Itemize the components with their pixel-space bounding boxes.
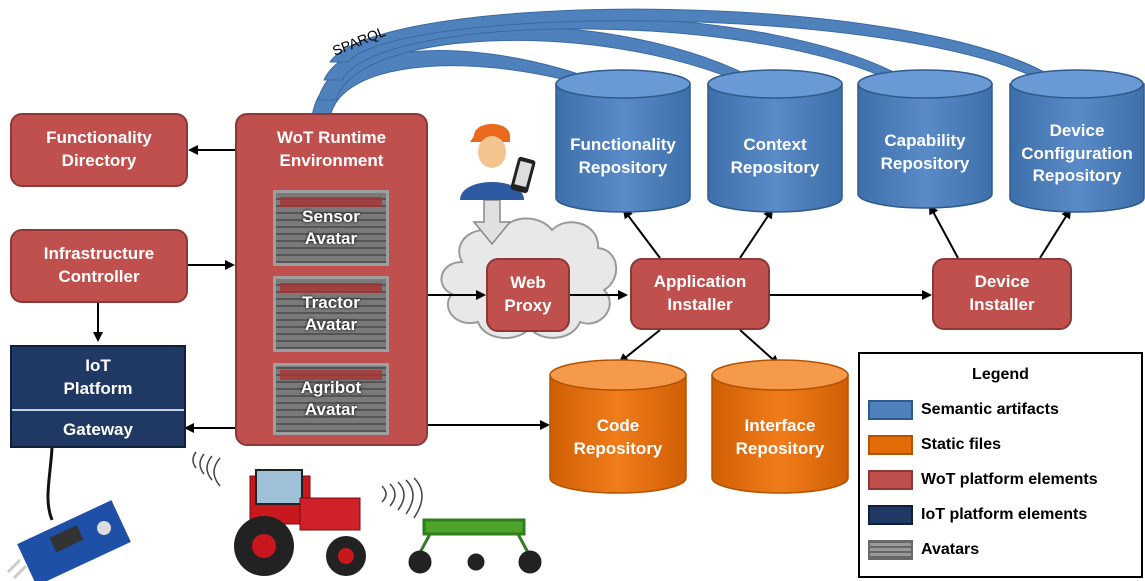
legend-swatch-iot [868,505,913,525]
iot-platform[interactable]: IoT Platform Gateway [10,345,186,448]
infrastructure-controller[interactable]: Infrastructure Controller [10,229,188,303]
capability-repository[interactable]: Capability Repository [880,131,970,173]
legend: Legend Semantic artifacts Static files W… [858,352,1143,578]
agribot-avatar[interactable]: Agribot Avatar [273,363,389,435]
interface-repository-shape [711,359,849,494]
code-repository-shape [549,359,687,494]
legend-item-semantic: Semantic artifacts [868,400,1059,420]
arrow-installer-to-functionality [622,208,661,259]
capability-repository-shape [857,69,993,209]
legend-swatch-avatars [868,540,913,560]
gateway-cable [46,447,54,521]
agribot-icon [408,518,542,574]
static-repos [549,359,849,494]
arrow-installer-to-context [739,208,774,259]
legend-swatch-wot [868,470,913,490]
legend-label-semantic: Semantic artifacts [921,401,1059,418]
legend-label-static: Static files [921,436,1002,453]
runtime-environment-label: WoT Runtime Environment [276,128,387,170]
legend-item-iot: IoT platform elements [868,505,1087,525]
tractor-icon [234,469,366,576]
legend-swatch-static [868,435,913,455]
legend-swatch-semantic [868,400,913,420]
device-configuration-repository[interactable]: Device Configuration Repository [1021,120,1133,186]
sensor-avatar[interactable]: Sensor Avatar [273,190,389,266]
user-down-arrow [472,199,512,246]
iot-platform-label: IoT Platform [63,356,133,398]
application-installer[interactable]: Application Installer [630,258,770,330]
legend-label-iot: IoT platform elements [921,506,1088,523]
device-config-repository-shape [1009,69,1145,213]
legend-item-avatars: Avatars [868,540,979,560]
legend-label-wot: WoT platform elements [921,471,1098,488]
web-proxy[interactable]: Web Proxy [486,258,570,332]
arrow-installer-to-interface [739,329,780,366]
tractor-avatar[interactable]: Tractor Avatar [273,276,389,352]
arrow-device-installer-to-capability [929,204,959,259]
gateway[interactable]: Gateway [12,409,184,448]
context-repository[interactable]: Context Repository [730,135,820,177]
connectors [93,145,1072,433]
legend-item-wot: WoT platform elements [868,470,1098,490]
legend-label-avatars: Avatars [921,541,980,558]
functionality-directory[interactable]: Functionality Directory [10,113,188,187]
arrow-installer-to-code [618,329,661,364]
legend-item-static: Static files [868,435,1001,455]
user-with-phone-icon [460,124,536,200]
functionality-repository-shape [555,69,691,213]
semantic-repos [555,69,1145,213]
arrow-device-installer-to-device-config [1039,208,1072,259]
context-repository-shape [707,69,843,213]
interface-repository[interactable]: Interface Repository [735,416,825,458]
sensor-board-icon [6,500,131,581]
functionality-repository[interactable]: Functionality Repository [570,135,676,177]
code-repository[interactable]: Code Repository [573,416,663,458]
device-installer[interactable]: Device Installer [932,258,1072,330]
legend-title: Legend [972,366,1029,383]
wireless-signal-icon [192,451,423,519]
